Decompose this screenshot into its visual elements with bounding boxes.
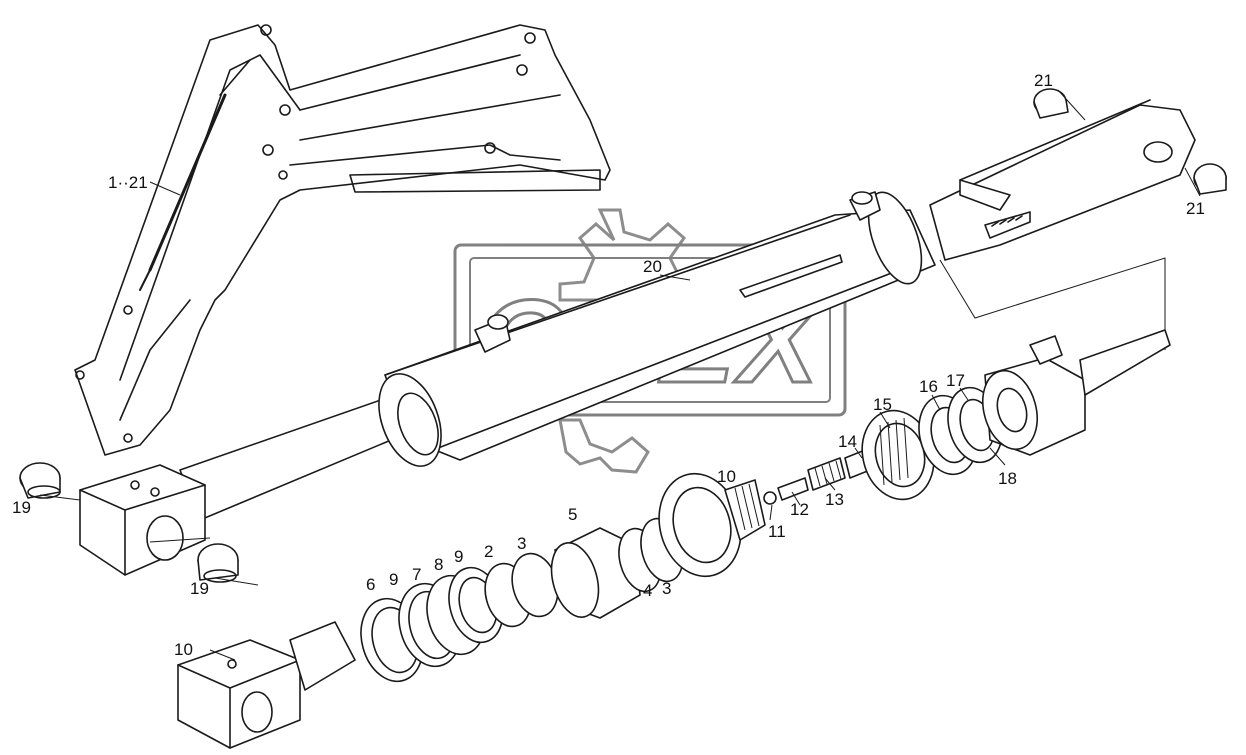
callout-3-upper: 3 xyxy=(517,534,526,553)
callout-10-lower: 10 xyxy=(174,640,193,659)
callout-21-bottom: 21 xyxy=(1186,199,1205,218)
callout-19-right: 19 xyxy=(190,579,209,598)
callout-20: 20 xyxy=(643,257,662,276)
callout-8: 8 xyxy=(434,555,443,574)
part-12-pin xyxy=(777,477,809,501)
callout-10-upper: 10 xyxy=(717,467,736,486)
callout-7: 7 xyxy=(412,565,421,584)
callout-labels: 1··21 21 21 20 19 19 10 10 11 12 13 14 1… xyxy=(12,71,1205,659)
callout-21-top: 21 xyxy=(1034,71,1053,90)
barrel-end-cap xyxy=(867,191,923,285)
leader-lines xyxy=(39,89,1201,661)
callout-3-lower: 3 xyxy=(662,579,671,598)
clevis-head xyxy=(929,99,1196,261)
callout-17: 17 xyxy=(946,371,965,390)
port-fitting-middle xyxy=(474,314,511,353)
bushing-21-top xyxy=(1033,88,1069,119)
part-11-ball xyxy=(763,491,777,505)
callout-5: 5 xyxy=(568,505,577,524)
callout-19-left: 19 xyxy=(12,498,31,517)
bushing-21-bottom xyxy=(1193,163,1227,195)
callout-15: 15 xyxy=(873,395,892,414)
callout-9-right: 9 xyxy=(454,547,463,566)
port-fitting-top xyxy=(849,191,881,221)
callout-12: 12 xyxy=(790,500,809,519)
loader-arm-outline xyxy=(74,24,611,456)
rod-segment xyxy=(289,621,356,691)
callout-13: 13 xyxy=(825,490,844,509)
decal-plate-20 xyxy=(739,254,843,298)
callout-4: 4 xyxy=(643,581,652,600)
part-13-spring xyxy=(807,457,846,491)
callout-18: 18 xyxy=(998,469,1017,488)
gland-ring-inner xyxy=(397,392,439,456)
gland-10 xyxy=(658,472,766,578)
cylinder-cap-18 xyxy=(982,329,1171,456)
callout-11: 11 xyxy=(768,522,786,541)
bracket-outline xyxy=(939,257,1166,350)
watermark-frame-inner xyxy=(469,257,831,403)
callout-16: 16 xyxy=(919,377,938,396)
callout-2: 2 xyxy=(484,542,493,561)
callout-1-21: 1··21 xyxy=(108,173,148,192)
cylinder-barrel xyxy=(384,209,936,461)
exploded-piston-parts xyxy=(177,329,1171,749)
callout-14: 14 xyxy=(838,432,857,451)
watermark-frame-outer xyxy=(453,243,847,417)
rod-eye-block-10 xyxy=(177,639,301,749)
callout-6: 6 xyxy=(366,575,375,594)
cylinder-assembly xyxy=(19,88,1227,583)
bushing-19-right xyxy=(197,543,239,583)
rod-eye-block xyxy=(79,464,206,576)
bushing-19-left xyxy=(19,462,61,499)
callout-9-left: 9 xyxy=(389,570,398,589)
